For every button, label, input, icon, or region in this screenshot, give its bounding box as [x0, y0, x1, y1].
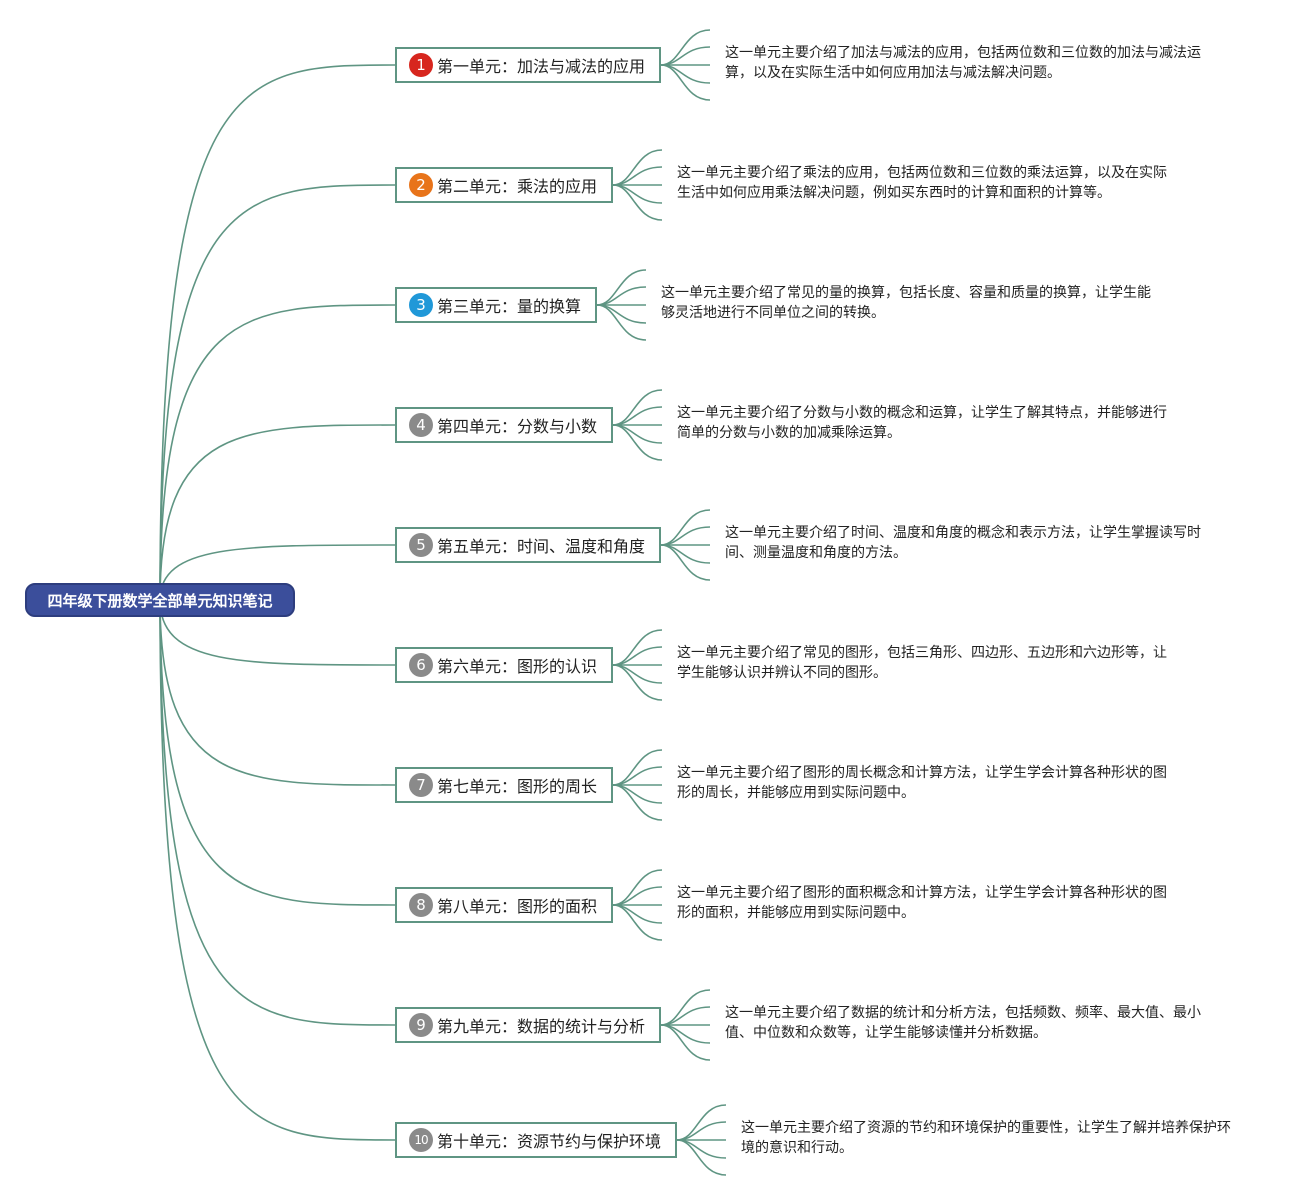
- unit-description: 这一单元主要介绍了图形的面积概念和计算方法，让学生学会计算各种形状的图形的面积，…: [677, 883, 1167, 923]
- unit-description: 这一单元主要介绍了乘法的应用，包括两位数和三位数的乘法运算，以及在实际生活中如何…: [677, 163, 1167, 203]
- unit-description: 这一单元主要介绍了时间、温度和角度的概念和表示方法，让学生掌握读写时间、测量温度…: [725, 523, 1201, 563]
- unit-title: 第九单元：数据的统计与分析: [437, 1017, 646, 1036]
- description-line: 值、中位数和众数等，让学生能够读懂并分析数据。: [725, 1025, 1047, 1041]
- unit-description: 这一单元主要介绍了常见的图形，包括三角形、四边形、五边形和六边形等，让学生能够认…: [677, 643, 1167, 683]
- branch-line: [159, 304, 396, 601]
- description-line: 形的周长，并能够应用到实际问题中。: [677, 785, 915, 801]
- description-line: 形的面积，并能够应用到实际问题中。: [677, 905, 915, 921]
- branch-line: [159, 544, 396, 601]
- fan-line: [612, 784, 663, 821]
- description-line: 这一单元主要介绍了常见的图形，包括三角形、四边形、五边形和六边形等，让: [677, 645, 1167, 661]
- branch-line: [159, 64, 396, 601]
- fan-line: [612, 904, 663, 941]
- description-line: 这一单元主要介绍了图形的面积概念和计算方法，让学生学会计算各种形状的图: [677, 885, 1167, 901]
- unit-title: 第八单元：图形的面积: [437, 897, 598, 916]
- number-badge-icon: 5: [409, 533, 433, 557]
- description-line: 这一单元主要介绍了数据的统计和分析方法，包括频数、频率、最大值、最小: [725, 1005, 1201, 1021]
- fan-line: [676, 1139, 727, 1176]
- unit-description: 这一单元主要介绍了常见的量的换算，包括长度、容量和质量的换算，让学生能够灵活地进…: [661, 283, 1151, 323]
- fan-line: [660, 1024, 711, 1061]
- description-line: 算，以及在实际生活中如何应用加法与减法解决问题。: [725, 65, 1061, 81]
- fan-line: [612, 184, 663, 221]
- branch-line: [159, 599, 396, 1141]
- description-line: 这一单元主要介绍了乘法的应用，包括两位数和三位数的乘法运算，以及在实际: [677, 165, 1167, 181]
- fan-line: [596, 304, 647, 341]
- unit-title: 第二单元：乘法的应用: [437, 177, 598, 196]
- unit-title: 第六单元：图形的认识: [437, 657, 598, 676]
- description-line: 这一单元主要介绍了资源的节约和环境保护的重要性，让学生了解并培养保护环: [741, 1120, 1231, 1136]
- fan-line: [612, 664, 663, 701]
- number-badge-icon: 10: [409, 1128, 433, 1152]
- description-line: 这一单元主要介绍了分数与小数的概念和运算，让学生了解其特点，并能够进行: [677, 405, 1167, 421]
- fan-line: [660, 544, 711, 581]
- description-line: 间、测量温度和角度的方法。: [725, 545, 907, 561]
- description-line: 这一单元主要介绍了图形的周长概念和计算方法，让学生学会计算各种形状的图: [677, 765, 1167, 781]
- number-badge-icon: 4: [409, 413, 433, 437]
- description-line: 够灵活地进行不同单位之间的转换。: [661, 305, 885, 321]
- description-line: 生活中如何应用乘法解决问题，例如买东西时的计算和面积的计算等。: [677, 185, 1111, 201]
- unit-description: 这一单元主要介绍了图形的周长概念和计算方法，让学生学会计算各种形状的图形的周长，…: [677, 763, 1167, 803]
- branch-line: [159, 599, 396, 786]
- unit-description: 这一单元主要介绍了分数与小数的概念和运算，让学生了解其特点，并能够进行简单的分数…: [677, 403, 1167, 443]
- unit-title: 第七单元：图形的周长: [437, 777, 598, 796]
- number-badge-icon: 7: [409, 773, 433, 797]
- branch-line: [159, 599, 396, 906]
- number-badge-icon: 8: [409, 893, 433, 917]
- number-badge-icon: 9: [409, 1013, 433, 1037]
- description-line: 这一单元主要介绍了时间、温度和角度的概念和表示方法，让学生掌握读写时: [725, 525, 1201, 541]
- root-topic[interactable]: 四年级下册数学全部单元知识笔记: [25, 583, 295, 617]
- description-line: 这一单元主要介绍了常见的量的换算，包括长度、容量和质量的换算，让学生能: [661, 285, 1151, 301]
- root-topic-label: 四年级下册数学全部单元知识笔记: [47, 591, 273, 610]
- branch-line: [159, 599, 396, 1026]
- number-badge-icon: 3: [409, 293, 433, 317]
- unit-description: 这一单元主要介绍了资源的节约和环境保护的重要性，让学生了解并培养保护环境的意识和…: [741, 1118, 1231, 1158]
- unit-title: 第十单元：资源节约与保护环境: [437, 1132, 662, 1151]
- branch-line: [159, 424, 396, 601]
- fan-line: [612, 424, 663, 461]
- unit-description: 这一单元主要介绍了数据的统计和分析方法，包括频数、频率、最大值、最小值、中位数和…: [725, 1003, 1201, 1043]
- unit-title: 第四单元：分数与小数: [437, 417, 598, 436]
- fan-line: [660, 64, 711, 101]
- unit-title: 第三单元：量的换算: [437, 297, 582, 316]
- branch-line: [159, 599, 396, 666]
- description-line: 这一单元主要介绍了加法与减法的应用，包括两位数和三位数的加法与减法运: [725, 45, 1201, 61]
- branch-line: [159, 184, 396, 601]
- unit-description: 这一单元主要介绍了加法与减法的应用，包括两位数和三位数的加法与减法运算，以及在实…: [725, 43, 1201, 83]
- description-line: 简单的分数与小数的加减乘除运算。: [677, 425, 901, 441]
- number-badge-icon: 6: [409, 653, 433, 677]
- unit-title: 第一单元：加法与减法的应用: [437, 57, 646, 76]
- number-badge-icon: 1: [409, 53, 433, 77]
- number-badge-icon: 2: [409, 173, 433, 197]
- unit-title: 第五单元：时间、温度和角度: [437, 537, 646, 556]
- description-line: 学生能够认识并辨认不同的图形。: [677, 665, 887, 681]
- description-line: 境的意识和行动。: [741, 1140, 853, 1156]
